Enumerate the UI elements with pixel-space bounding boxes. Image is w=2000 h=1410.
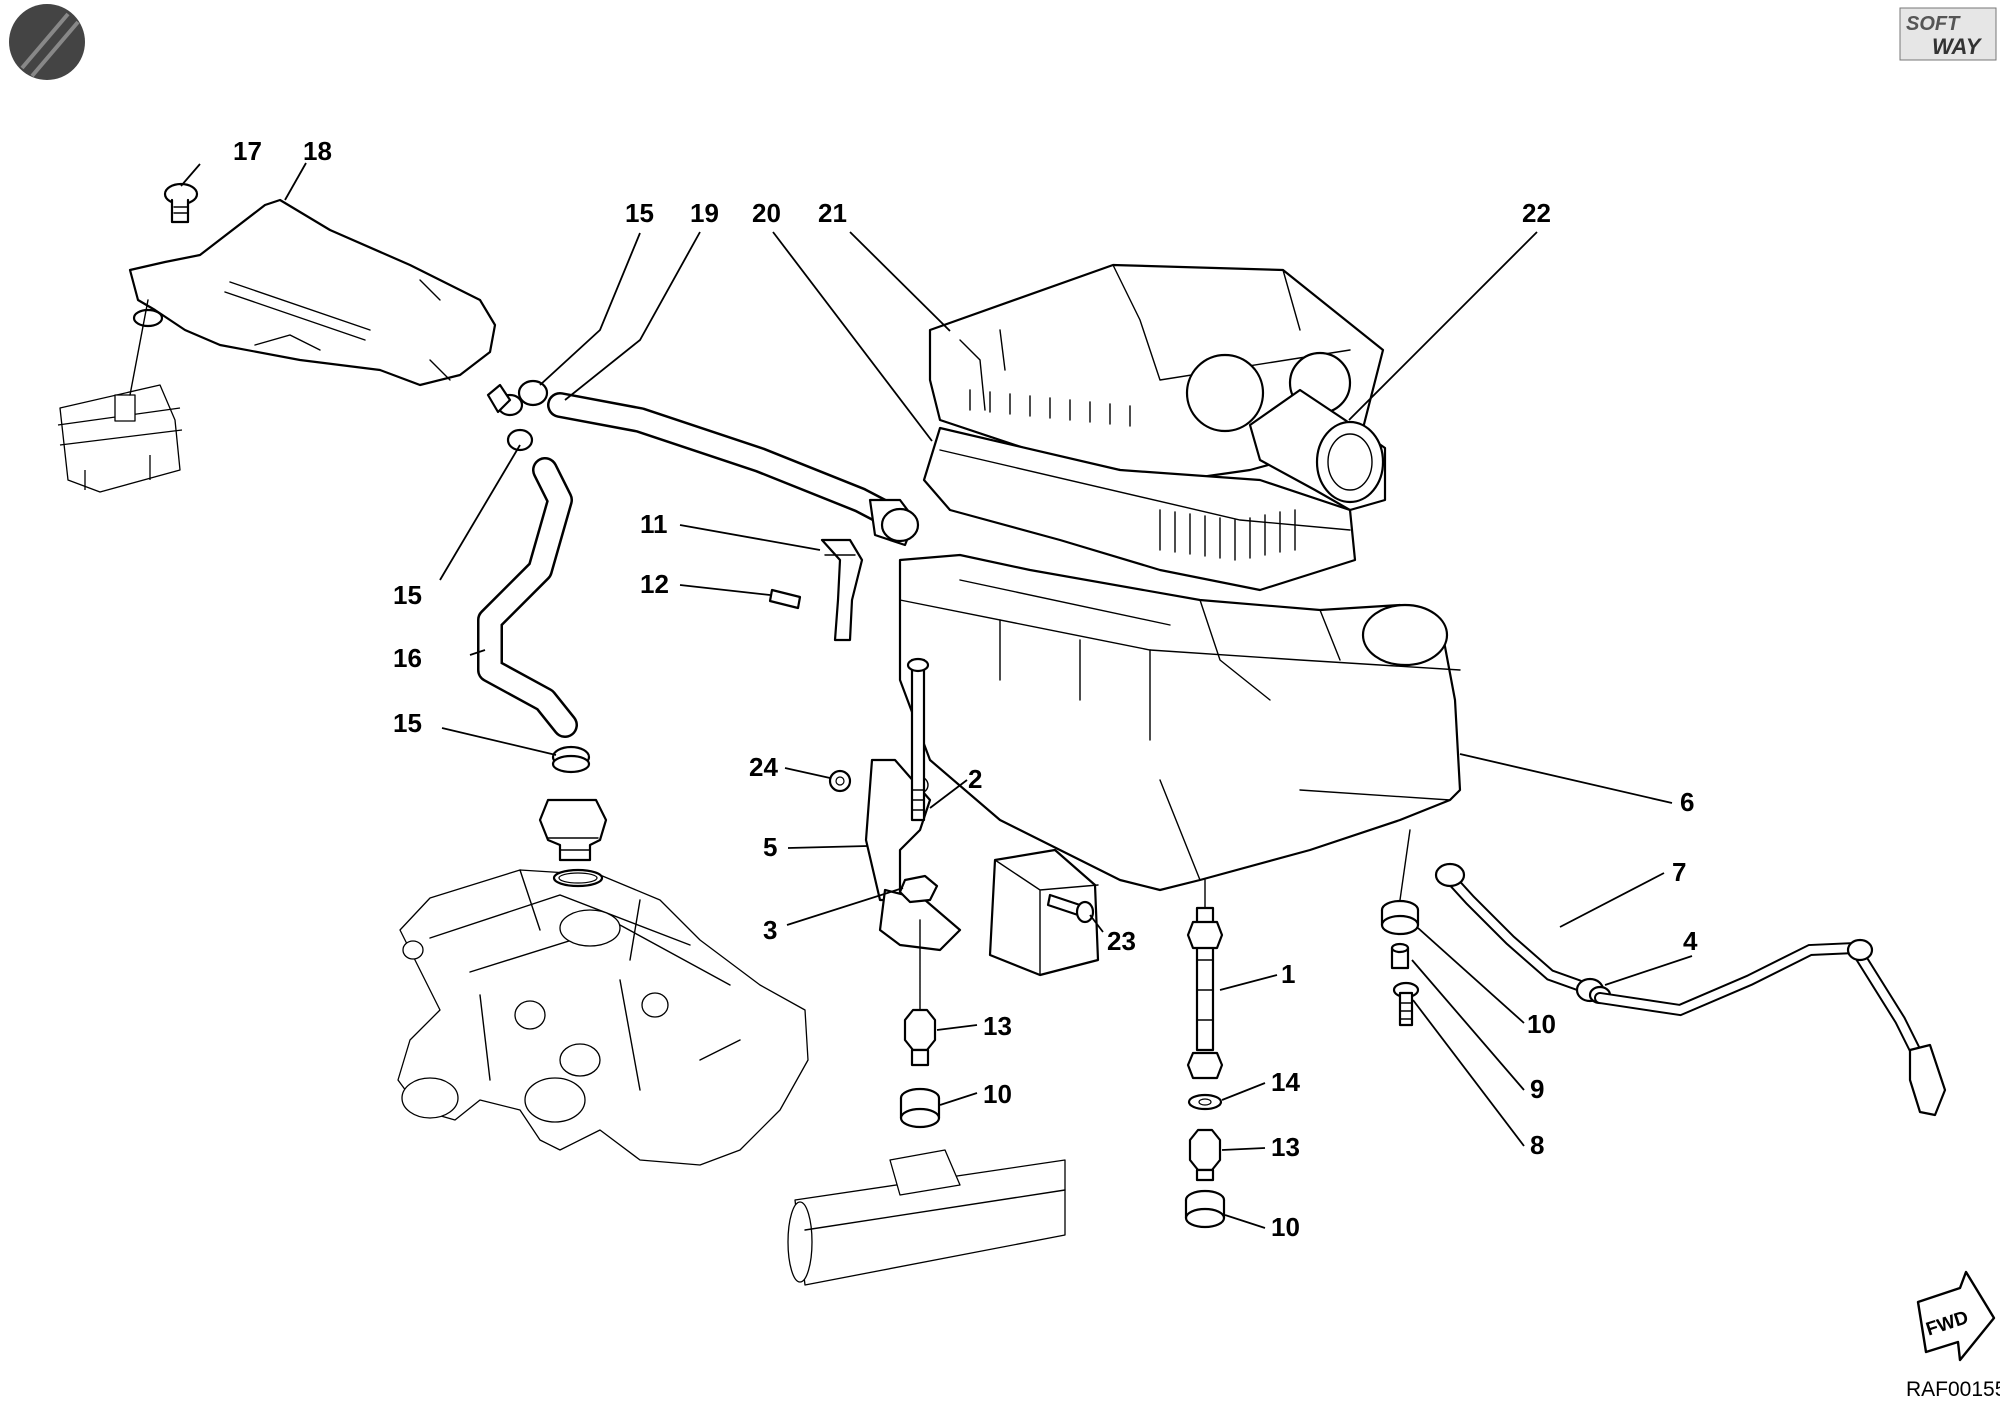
callout-19: 19 — [690, 198, 719, 228]
part-15-clamp-upper — [486, 379, 549, 452]
part-11-hose-clip — [820, 538, 864, 642]
callout-11: 11 — [640, 509, 668, 539]
callout-2: 2 — [968, 764, 982, 794]
callout-labels: 17 18 15 19 20 21 22 11 12 15 16 15 24 2… — [233, 136, 1698, 1242]
electronic-module — [988, 848, 1100, 977]
callout-10-right: 10 — [1527, 1009, 1556, 1039]
callout-22: 22 — [1522, 198, 1551, 228]
drain-tube-outlet — [1594, 938, 1947, 1117]
callout-17: 17 — [233, 136, 262, 166]
part-22-intake-bellmouth — [1248, 388, 1387, 512]
part-3-nut — [898, 874, 939, 904]
part-15-clamp-lower — [551, 745, 591, 774]
part-17-screw — [163, 182, 199, 224]
part-13-spacer-left — [903, 1008, 937, 1067]
part-1-rod — [1186, 906, 1224, 1080]
part-14-washer — [1187, 1093, 1223, 1111]
callout-4: 4 — [1683, 926, 1698, 956]
callout-8: 8 — [1530, 1130, 1544, 1160]
part-13-spacer-center — [1188, 1128, 1222, 1182]
callout-24: 24 — [749, 752, 778, 782]
part-10-grommet-left — [899, 1087, 941, 1129]
diagram-code: RAF00155 — [1906, 1378, 2000, 1401]
callout-12: 12 — [640, 569, 669, 599]
part-18-cover — [128, 198, 497, 387]
part-2-stud — [906, 657, 930, 822]
callout-21: 21 — [818, 198, 847, 228]
callout-15-mid: 15 — [393, 580, 422, 610]
fwd-direction-arrow: FWD — [1916, 1270, 1996, 1362]
part-9-bush — [1390, 942, 1410, 970]
part-10-grommet-center — [1184, 1189, 1226, 1229]
right-stack-axis — [1399, 829, 1411, 901]
part-8-screw — [1392, 981, 1420, 1027]
softway-logo: SOFT WAY — [1899, 7, 1997, 61]
part-10-grommet-right — [1380, 899, 1420, 936]
callout-14: 14 — [1271, 1067, 1300, 1097]
part-20-filter — [922, 426, 1357, 592]
engine-casing-ghost — [397, 869, 809, 1166]
callout-13-left: 13 — [983, 1011, 1012, 1041]
logo-text-top: SOFT — [1906, 13, 1961, 35]
callout-6: 6 — [1680, 787, 1694, 817]
callout-15-top: 15 — [625, 198, 654, 228]
callout-23: 23 — [1107, 926, 1136, 956]
callout-10-center: 10 — [1271, 1212, 1300, 1242]
breather-valve — [538, 798, 608, 888]
callout-15-low: 15 — [393, 708, 422, 738]
callout-3: 3 — [763, 915, 777, 945]
logo-text-bottom: WAY — [1932, 34, 1983, 59]
callout-9: 9 — [1530, 1074, 1544, 1104]
corner-emblem — [9, 4, 85, 80]
part-23-screw — [1046, 893, 1095, 924]
part-19-breather-hose — [547, 392, 920, 547]
part-16-drain-hose — [477, 457, 578, 738]
callout-13-center: 13 — [1271, 1132, 1300, 1162]
frame-rail-left — [57, 384, 183, 493]
callout-18: 18 — [303, 136, 332, 166]
callout-7: 7 — [1672, 857, 1686, 887]
callout-1: 1 — [1281, 959, 1295, 989]
part-24-nut — [828, 769, 852, 793]
callout-10-left: 10 — [983, 1079, 1012, 1109]
part-12-pin — [768, 588, 802, 610]
part-7-drain-hose — [1434, 862, 1584, 991]
part-6-airbox — [898, 553, 1462, 892]
part-17-axis — [129, 299, 149, 396]
callout-5: 5 — [763, 832, 777, 862]
frame-tube-bottom — [787, 1149, 1066, 1286]
leader-lines — [180, 162, 1693, 1229]
callout-16: 16 — [393, 643, 422, 673]
callout-20: 20 — [752, 198, 781, 228]
